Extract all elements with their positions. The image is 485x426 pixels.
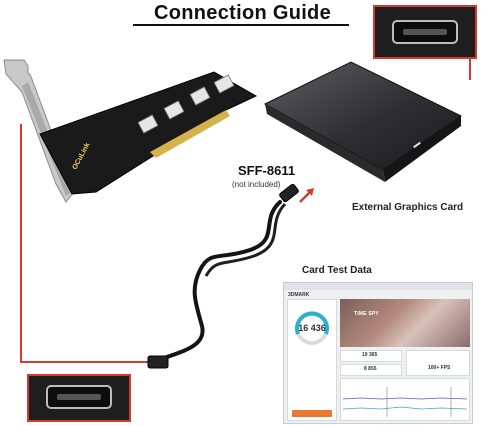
- benchmark-subscore-2: 8 855: [364, 366, 377, 372]
- pcie-adapter-card: OCuLink: [3, 59, 258, 203]
- benchmark-subscore-1: 19 365: [362, 352, 378, 358]
- benchmark-screenshot: 3DMARK 16 436 TIME SPY 19 365 8 855 100+…: [283, 282, 473, 424]
- benchmark-label: Card Test Data: [302, 265, 372, 276]
- guide-line-left-vertical: [20, 124, 22, 362]
- cable-plug-bottom: [147, 355, 169, 369]
- oculink-cable: [147, 183, 299, 369]
- card-gold-fingers: [150, 110, 230, 158]
- page-title: Connection Guide: [153, 2, 332, 24]
- guide-line-top-vertical: [469, 58, 471, 80]
- benchmark-action-button[interactable]: [292, 410, 332, 417]
- plug-closeup-icon: [29, 376, 129, 420]
- benchmark-titlebar: [284, 283, 472, 290]
- port-callout-top: [373, 5, 477, 59]
- connector-note: (not included): [232, 180, 281, 189]
- benchmark-artwork: [340, 299, 470, 347]
- dock-status-light: [413, 141, 421, 149]
- guide-line-left-horizontal: [20, 361, 150, 363]
- benchmark-art-title: TIME SPY: [354, 311, 379, 317]
- arrow-icon: [299, 188, 314, 203]
- benchmark-app-name: 3DMARK: [288, 292, 310, 298]
- dock-label: External Graphics Card: [352, 202, 464, 213]
- benchmark-fps-panel: [406, 350, 470, 376]
- score-gauge-icon: [295, 311, 329, 345]
- connector-name: SFF-8611: [238, 163, 296, 178]
- port-closeup-icon: [375, 7, 475, 57]
- cable-plug-top: [279, 183, 299, 203]
- benchmark-subscore-panel-1: [340, 350, 402, 362]
- benchmark-fps: 100+ FPS: [428, 365, 451, 371]
- port-callout-bottom: [27, 374, 131, 422]
- card-ports: [137, 74, 235, 134]
- benchmark-subscore-panel-2: [340, 364, 402, 376]
- benchmark-graph-lines: [342, 387, 468, 417]
- benchmark-score: 16 436: [298, 323, 326, 333]
- benchmark-score-panel: 16 436: [287, 299, 337, 421]
- external-graphics-dock: [263, 61, 462, 182]
- benchmark-graph: [340, 378, 470, 421]
- title-underline: [133, 24, 349, 26]
